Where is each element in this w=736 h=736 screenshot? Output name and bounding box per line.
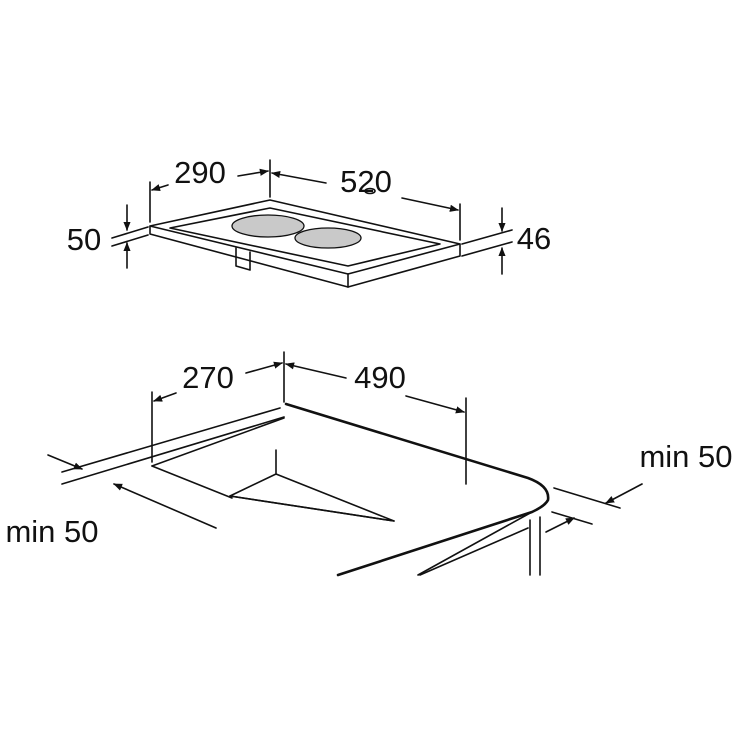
dim-490-arrow-left	[285, 362, 347, 379]
dim-min50-right-label: min 50	[639, 439, 732, 474]
dim-490-arrow-right	[405, 395, 465, 414]
dim-290-arrow-left	[151, 184, 169, 192]
cutout-back-edge	[151, 465, 233, 499]
burner-left	[231, 214, 305, 238]
countertop-right-lower	[417, 511, 533, 576]
dim-min50-right-arrow-bottom	[545, 517, 575, 533]
dim-270-arrow-left	[153, 392, 177, 402]
countertop-back-edge	[61, 407, 281, 473]
dim-290-arrow-right	[237, 168, 269, 177]
dim-520-arrow-left	[271, 170, 327, 184]
control-mark	[364, 187, 376, 195]
burner-right	[294, 227, 362, 249]
dim-50-ext-bottom	[111, 234, 149, 247]
dim-min50-right-arrow-top	[605, 483, 643, 504]
cabinet-inner-top	[419, 527, 529, 576]
dim-50-ext-top	[111, 226, 149, 239]
cutout-left-edge	[151, 417, 285, 467]
hob-side-right	[347, 243, 461, 288]
dim-46-ext-bottom	[461, 241, 513, 257]
dim-min50-right-ext-bottom	[551, 511, 593, 525]
dim-min50-left-arrow-top	[47, 454, 83, 470]
dim-270-label: 270	[182, 360, 234, 395]
dim-46-ext-top	[461, 229, 513, 245]
dim-min50-left-arrow-bottom	[113, 483, 217, 529]
dim-min50-right-ext-top	[553, 487, 621, 509]
countertop-outer-edge	[284, 402, 550, 577]
countertop-front-edge	[61, 416, 285, 485]
hob-side-front	[149, 225, 349, 288]
hob-drawing: 290 520 50 46	[67, 155, 551, 288]
cabinet-shelf-edge	[229, 495, 395, 522]
cabinet-opening	[229, 449, 395, 522]
hob-top-inner-frame	[169, 207, 441, 267]
dim-520-label: 520	[340, 164, 392, 199]
dim-270-arrow-right	[245, 361, 283, 374]
dim-46-label: 46	[517, 221, 551, 256]
dim-50-label: 50	[67, 222, 101, 257]
dim-290-label: 290	[174, 155, 226, 190]
dim-min50-left-label: min 50	[5, 514, 98, 549]
dim-490-label: 490	[354, 360, 406, 395]
hob-underside-box	[235, 247, 251, 271]
dim-520-arrow-right	[401, 197, 459, 212]
cutout-drawing: 270 490 min 50 min 50	[5, 351, 733, 577]
